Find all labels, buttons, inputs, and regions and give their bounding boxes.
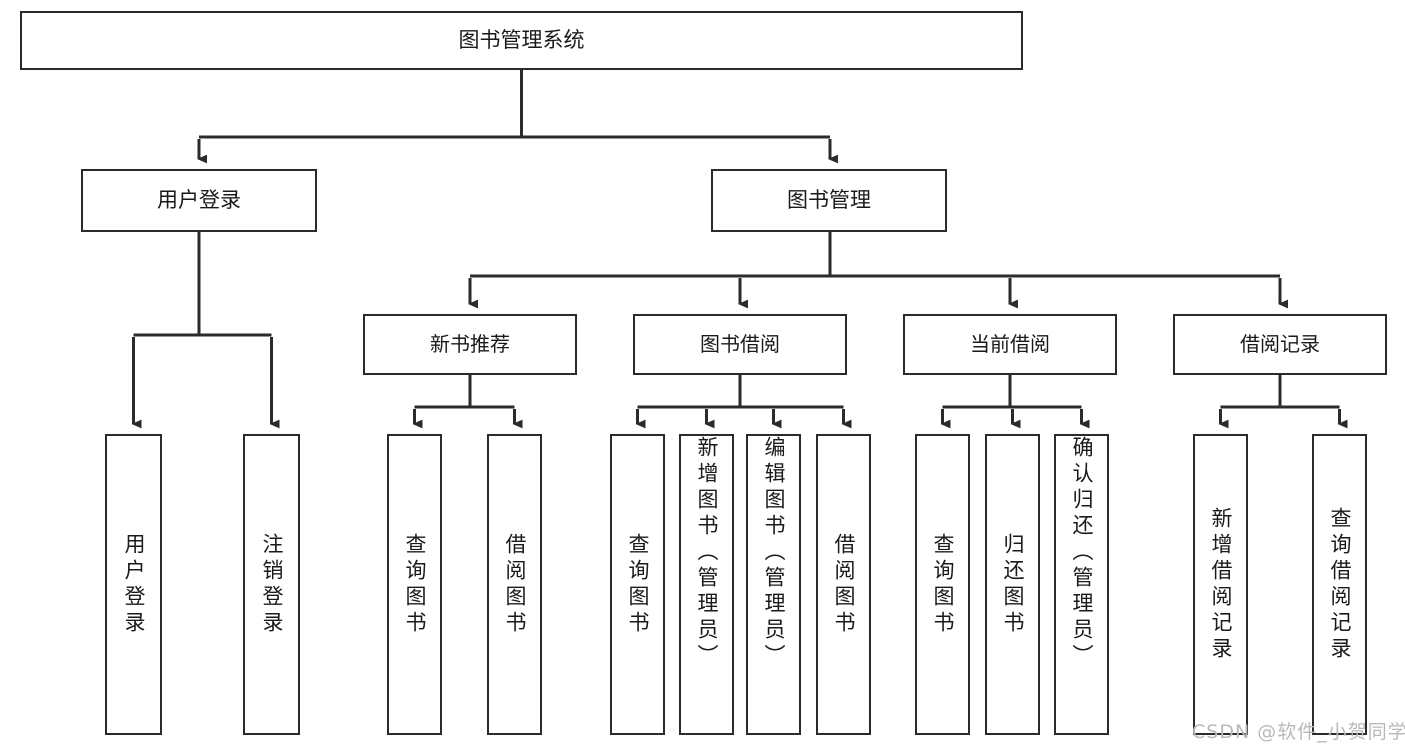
node-label: 借阅图书	[503, 532, 527, 637]
node-label: 新增图书（管理员）	[695, 436, 719, 670]
node-label: 图书管理系统	[458, 27, 585, 52]
node-label: 查询图书	[403, 532, 427, 637]
node-label: 图书借阅	[700, 332, 780, 357]
node-new-book-recommend[interactable]: 新书推荐	[363, 314, 577, 375]
node-borrow-records[interactable]: 借阅记录	[1173, 314, 1387, 375]
node-current-borrow[interactable]: 当前借阅	[903, 314, 1117, 375]
leaf-user-login-login[interactable]: 用户登录	[105, 434, 162, 735]
leaf-recommend-borrow-book[interactable]: 借阅图书	[487, 434, 542, 735]
node-root-system[interactable]: 图书管理系统	[20, 11, 1023, 70]
node-user-login[interactable]: 用户登录	[81, 169, 317, 232]
leaf-borrow-query-book[interactable]: 查询图书	[610, 434, 665, 735]
node-label: 查询借阅记录	[1328, 506, 1352, 663]
leaf-current-return-book[interactable]: 归还图书	[985, 434, 1040, 735]
node-label: 用户登录	[122, 532, 146, 637]
leaf-user-login-logout[interactable]: 注销登录	[243, 434, 300, 735]
node-label: 新增借阅记录	[1209, 506, 1233, 663]
leaf-records-add-record[interactable]: 新增借阅记录	[1193, 434, 1248, 735]
node-label: 借阅图书	[832, 532, 856, 637]
leaf-borrow-edit-book-admin[interactable]: 编辑图书（管理员）	[746, 434, 801, 735]
node-label: 新书推荐	[430, 332, 510, 357]
node-label: 注销登录	[260, 532, 284, 637]
leaf-recommend-query-book[interactable]: 查询图书	[387, 434, 442, 735]
node-label: 确认归还（管理员）	[1070, 436, 1094, 670]
node-label: 查询图书	[626, 532, 650, 637]
node-label: 查询图书	[931, 532, 955, 637]
leaf-borrow-borrow-book[interactable]: 借阅图书	[816, 434, 871, 735]
csdn-watermark: CSDN @软件_小贺同学	[1192, 721, 1405, 743]
node-label: 借阅记录	[1240, 332, 1320, 357]
node-label: 当前借阅	[970, 332, 1050, 357]
node-label: 用户登录	[157, 187, 241, 212]
node-book-borrow[interactable]: 图书借阅	[633, 314, 847, 375]
node-label: 图书管理	[787, 187, 871, 212]
leaf-records-query-record[interactable]: 查询借阅记录	[1312, 434, 1367, 735]
leaf-borrow-add-book-admin[interactable]: 新增图书（管理员）	[679, 434, 734, 735]
node-label: 编辑图书（管理员）	[762, 436, 786, 670]
leaf-current-query-book[interactable]: 查询图书	[915, 434, 970, 735]
node-book-management[interactable]: 图书管理	[711, 169, 947, 232]
leaf-current-confirm-return-admin[interactable]: 确认归还（管理员）	[1054, 434, 1109, 735]
node-label: 归还图书	[1001, 532, 1025, 637]
